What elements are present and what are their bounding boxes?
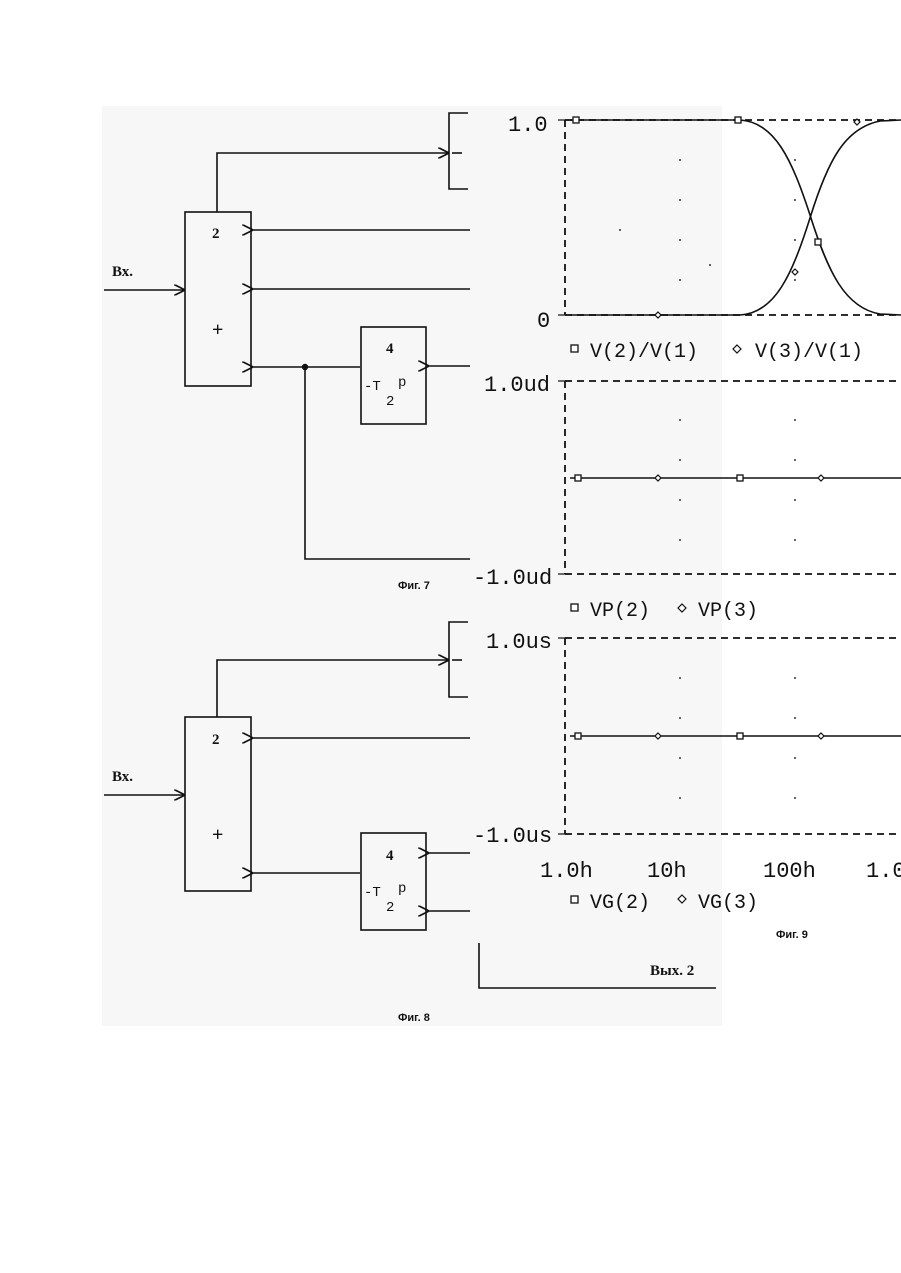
x-tick-2: 10h (647, 859, 687, 884)
series-vp3-marker (655, 475, 661, 481)
panel1-grid-dots (619, 159, 796, 281)
legend-square-marker (571, 345, 578, 352)
panel2-legend-1: VP(2) (590, 600, 650, 623)
series-v3-curve (570, 120, 901, 315)
legend-diamond-marker (678, 895, 686, 903)
panel1-legend-1: V(2)/V(1) (590, 341, 698, 364)
series-vg3-marker (818, 733, 824, 739)
fig7-input-label: Вх. (112, 264, 133, 280)
series-vg2-marker (575, 733, 581, 739)
x-tick-3: 100h (763, 859, 816, 884)
fig7-delay-expr-sub: 2 (386, 394, 394, 410)
panel3-legend-1: VG(2) (590, 892, 650, 915)
panel3-ytop-label: 1.0us (486, 630, 552, 655)
x-tick-1: 1.0h (540, 859, 593, 884)
panel2-legend-2: VP(3) (698, 600, 758, 623)
series-vp2-marker (737, 475, 743, 481)
fig7-adder-number: 2 (212, 226, 220, 242)
fig7-adder-output (217, 153, 448, 212)
fig8-adder-output (217, 660, 448, 717)
series-v3-marker (655, 312, 661, 318)
fig7-delay-expr-p: p (398, 375, 406, 391)
legend-diamond-marker (733, 345, 741, 353)
panel2-ytop-label: 1.0ud (484, 373, 550, 398)
legend-square-marker (571, 604, 578, 611)
fig9-caption: Фиг. 9 (776, 929, 808, 941)
fig8-delay-expr: -T (364, 885, 381, 901)
series-vp3-marker (818, 475, 824, 481)
fig7-adder-sign: + (212, 319, 223, 341)
fig7-delay-expr: -T (364, 379, 381, 395)
x-tick-4: 1.0 (866, 859, 901, 884)
panel2-ybottom-label: -1.0ud (473, 566, 552, 591)
legend-diamond-marker (678, 604, 686, 612)
fig9-panel-group-delay: 1.0us -1.0us 1.0h 10h 100h 1.0 VG(2) (473, 630, 901, 941)
fig8-caption: Фиг. 8 (398, 1012, 430, 1024)
panel3-legend-2: VG(3) (698, 892, 758, 915)
fig8-delay-expr-sub: 2 (386, 900, 394, 916)
fig8-delay-number: 4 (386, 848, 394, 864)
series-v3-marker (792, 269, 798, 275)
fig9-plots: 1.0 0 V(2)/V(1) (473, 113, 901, 941)
series-vp2-marker (575, 475, 581, 481)
series-v2-marker (735, 117, 741, 123)
fig9-panel-phase: 1.0ud -1.0ud VP(2) VP(3) (473, 373, 901, 623)
series-v2-marker (815, 239, 821, 245)
panel1-ybottom-label: 0 (537, 309, 550, 334)
fig8-adder-sign: + (212, 824, 223, 846)
fig7-caption: Фиг. 7 (398, 580, 430, 592)
panel1-ytop-label: 1.0 (508, 113, 548, 138)
fig8-delay-expr-p: p (398, 881, 406, 897)
fig7-delay-number: 4 (386, 341, 394, 357)
panel1-legend-2: V(3)/V(1) (755, 341, 863, 364)
series-vg3-marker (655, 733, 661, 739)
fig8-input-label: Вх. (112, 769, 133, 785)
series-vg2-marker (737, 733, 743, 739)
fig8-output-label: Вых. 2 (650, 963, 694, 979)
legend-square-marker (571, 896, 578, 903)
fig8-diagram: Вх. 2 + 4 -T p 2 Вых. 2 Фиг. 8 (104, 622, 716, 1024)
panel3-ybottom-label: -1.0us (473, 824, 552, 849)
series-v2-curve (570, 120, 901, 315)
fig9-panel-magnitude: 1.0 0 V(2)/V(1) (508, 113, 901, 364)
series-v2-marker (573, 117, 579, 123)
fig7-output-bracket (449, 113, 468, 189)
fig7-diagram: Вх. 2 + 4 -T p 2 Фиг. 7 (104, 113, 470, 592)
fig8-adder-number: 2 (212, 732, 220, 748)
